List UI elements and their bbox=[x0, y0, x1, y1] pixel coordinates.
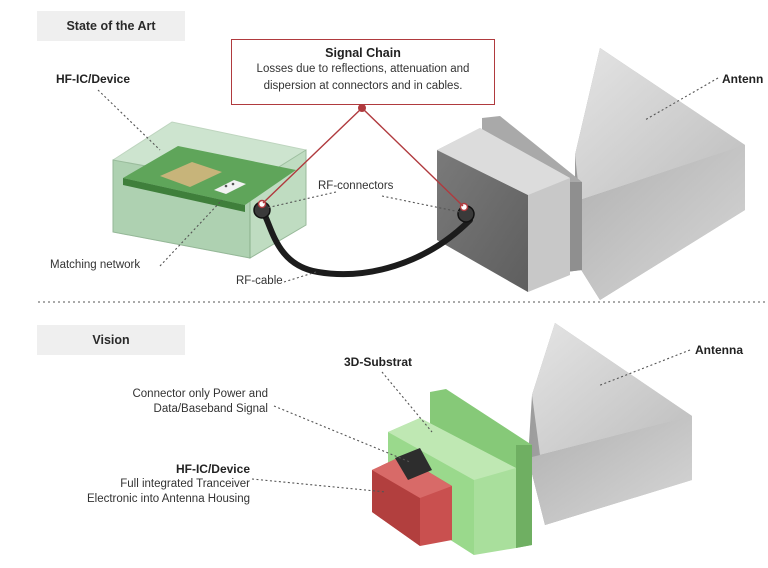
signal-chain-line-2: dispersion at connectors and in cables. bbox=[263, 80, 463, 92]
bottom-device-title: HF-IC/Device bbox=[175, 462, 250, 476]
top-device-label: HF-IC/Device bbox=[56, 72, 131, 86]
signal-chain-callout: Signal Chain Losses due to reflections, … bbox=[231, 39, 495, 105]
top-horn-antenna bbox=[437, 48, 745, 300]
bottom-device-line-1: Full integrated Tranceiver bbox=[120, 478, 250, 490]
section-tag-state-of-the-art: State of the Art bbox=[37, 11, 185, 41]
connector-label-line-2: Data/Baseband Signal bbox=[153, 403, 268, 415]
rf-cable bbox=[259, 207, 473, 277]
connector-label-line-1: Connector only Power and bbox=[132, 388, 268, 400]
rf-connectors-label: RF-connectors bbox=[318, 180, 394, 192]
signal-chain-line-1: Losses due to reflections, attenuation a… bbox=[256, 63, 470, 75]
top-leader-lines bbox=[97, 77, 719, 283]
signal-chain-title: Signal Chain bbox=[325, 46, 401, 60]
bottom-device-line-2: Electronic into Antenna Housing bbox=[86, 493, 250, 505]
substrat-label: 3D-Substrat bbox=[344, 355, 413, 369]
top-antenna-label: Antenn bbox=[722, 72, 764, 86]
bottom-device-label: HF-IC/Device Full integrated Tranceiver … bbox=[87, 462, 250, 507]
bottom-horn-antenna bbox=[372, 323, 692, 555]
section-tag-vision: Vision bbox=[37, 325, 185, 355]
top-device-box bbox=[112, 121, 307, 259]
bottom-antenna-label: Antenna bbox=[695, 343, 743, 357]
rf-cable-label: RF-cable bbox=[236, 275, 283, 287]
connector-label: Connector only Power and Data/Baseband S… bbox=[132, 387, 268, 417]
matching-network-label: Matching network bbox=[50, 259, 141, 271]
bottom-leader-lines bbox=[251, 349, 691, 493]
